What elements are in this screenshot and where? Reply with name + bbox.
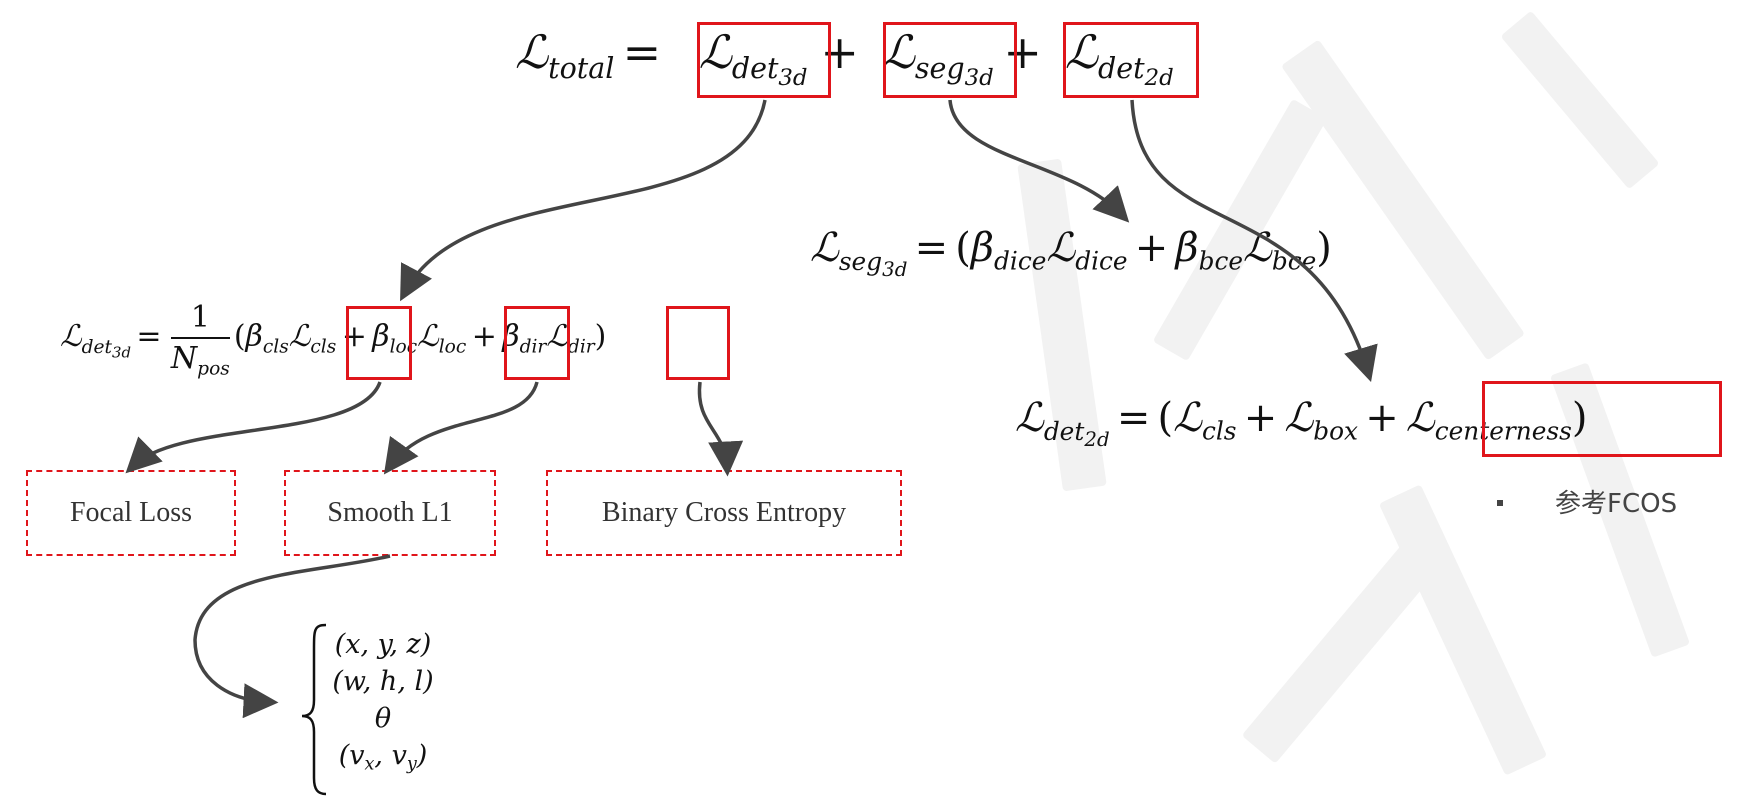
arrow-det3d (400, 99, 767, 302)
fcos-note: 参考FCOS (1555, 489, 1678, 519)
det3d-term-box (697, 22, 831, 98)
det2d-term-box (1063, 22, 1199, 98)
focal-loss-label: Focal Loss (69, 497, 193, 528)
arrow-dir (697, 381, 744, 477)
regression-targets: (x, y, z) (w, h, l) θ (vx, vy) (318, 626, 448, 774)
loc-term-box (504, 306, 570, 380)
cases-brace (301, 623, 327, 796)
target-velocity: (vx, vy) (338, 740, 428, 775)
arrow-cls (125, 381, 382, 474)
arrow-seg3d (948, 99, 1130, 223)
smooth-l1-label: Smooth L1 (327, 497, 453, 528)
seg3d-loss-equation: ℒseg3d=(βdiceℒdice+βbceℒbce) (810, 225, 1332, 281)
arrow-loc (383, 381, 539, 475)
target-size: (w, h, l) (332, 666, 434, 697)
centerness-term-box (1482, 381, 1722, 457)
dir-term-box (666, 306, 730, 380)
target-yaw: θ (374, 703, 392, 734)
arrow-det2d (1130, 99, 1378, 383)
note-bullet (1497, 500, 1503, 506)
total-loss-equation: ℒtotal= ℒdet3d+ ℒseg3d+ ℒdet2d (515, 25, 1174, 91)
det2d-loss-equation: ℒdet2d=(ℒcls+ℒbox+ℒcenterness) (1015, 395, 1588, 451)
target-position: (x, y, z) (334, 629, 432, 660)
seg3d-term-box (883, 22, 1017, 98)
bce-label: Binary Cross Entropy (601, 497, 847, 528)
cls-term-box (346, 306, 412, 380)
arrow-smooth-l1 (193, 554, 391, 719)
